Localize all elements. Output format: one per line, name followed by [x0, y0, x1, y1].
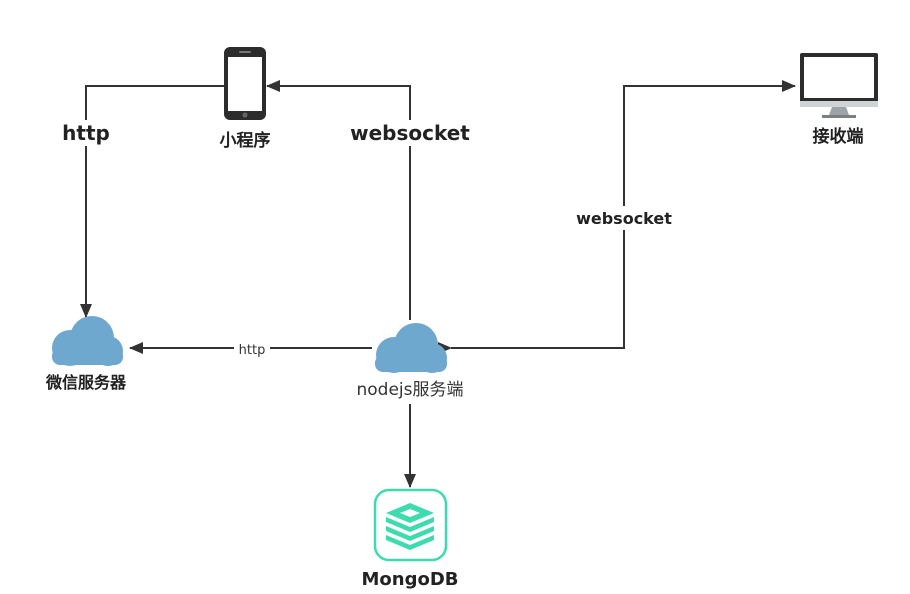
node-label-nodejs-server: nodejs服务端 — [356, 380, 463, 400]
smartphone-icon — [224, 47, 266, 120]
node-wechat-server: 微信服务器 — [45, 316, 127, 392]
node-receiver: 接收端 — [800, 53, 878, 147]
monitor-icon — [800, 53, 878, 118]
edge-label-http-middle: http — [239, 343, 266, 358]
edge-label-http-top: http — [62, 121, 110, 145]
database-icon — [373, 488, 448, 562]
edge-label-bg — [60, 120, 112, 146]
node-label-mongodb: MongoDB — [361, 569, 458, 590]
node-label-receiver: 接收端 — [813, 126, 864, 147]
node-label-miniprogram: 小程序 — [220, 130, 271, 151]
node-nodejs-server: nodejs服务端 — [356, 323, 464, 400]
connector-line — [266, 80, 411, 320]
node-miniprogram: 小程序 — [220, 47, 271, 151]
edge-nodejs-to-wechat: http — [129, 340, 372, 358]
edge-label-websocket-right: websocket — [576, 209, 672, 228]
node-label-wechat-server: 微信服务器 — [45, 373, 127, 392]
edge-receiver-nodejs: websocket — [438, 80, 796, 354]
cloud-icon — [52, 316, 123, 366]
edge-label-bg — [574, 206, 674, 230]
edge-miniprogram-to-wechat: http — [60, 85, 224, 318]
connector-line — [80, 85, 224, 318]
node-mongodb: MongoDB — [361, 488, 459, 590]
edge-label-websocket-center: websocket — [350, 121, 470, 145]
edge-label-bg — [234, 340, 270, 357]
edge-nodejs-to-miniprogram: websocket — [266, 80, 470, 320]
cloud-icon — [375, 323, 447, 373]
